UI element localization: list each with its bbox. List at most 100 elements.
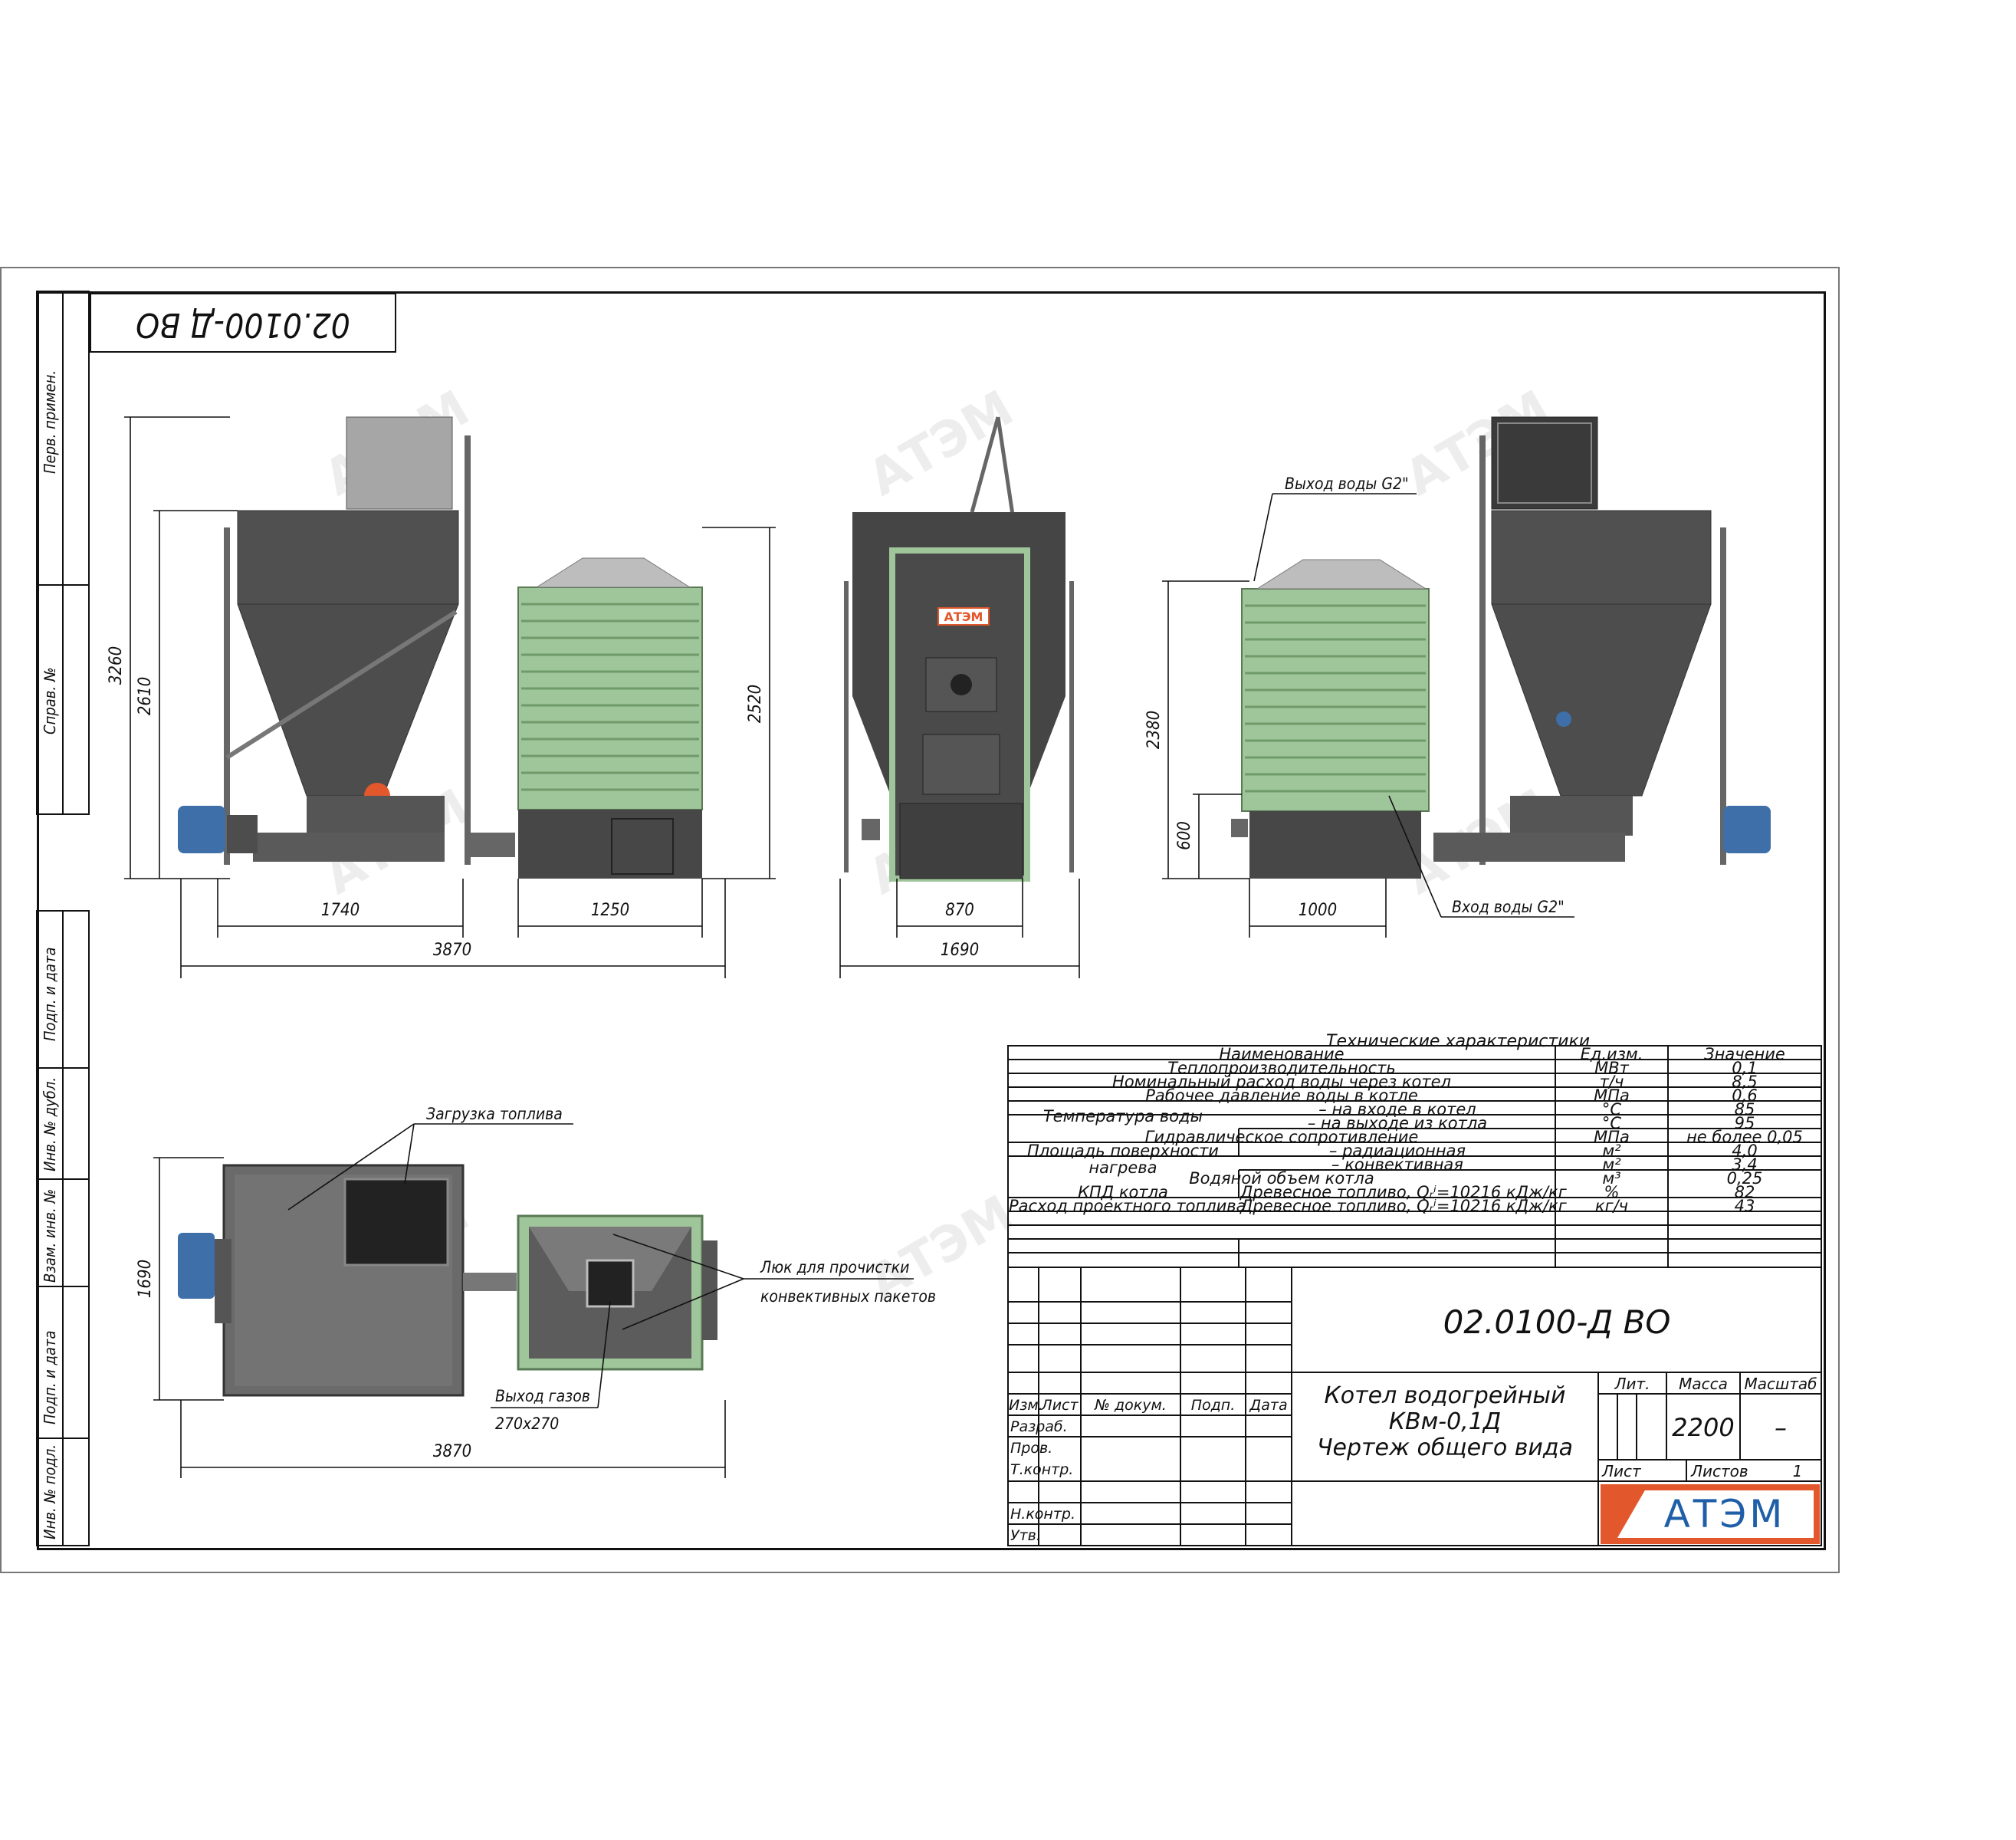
side-label-inv-podl: Инв. № подл. [41, 1444, 59, 1539]
spec-r4-group: Температура воды [1042, 1107, 1203, 1125]
doc-code-top: 02.0100-Д ВО [136, 305, 350, 344]
dim-1000: 1000 [1299, 901, 1337, 920]
callout-water-in: Вход воды G2" [1452, 898, 1565, 916]
tb-row-utv: Утв. [1010, 1527, 1041, 1544]
spec-r8-value: 82 [1734, 1183, 1755, 1201]
spec-r9-fuel: Древесное топливо, Qᵣⁱ=10216 кДж/кг [1240, 1197, 1567, 1215]
spec-r1-value: 0,1 [1732, 1059, 1758, 1077]
drawing-frame [37, 291, 1826, 1550]
title-product-2: КВм-0,1Д [1388, 1408, 1502, 1435]
dim-2380: 2380 [1144, 711, 1164, 749]
tb-col-list: Лист [1041, 1397, 1079, 1414]
title-product-3: Чертеж общего вида [1316, 1434, 1574, 1461]
dim-1740: 1740 [321, 901, 360, 920]
tb-scale-value: – [1775, 1413, 1787, 1442]
tb-sheets-value: 1 [1792, 1462, 1803, 1480]
spec-r6-value2: 3,4 [1732, 1155, 1758, 1174]
dim-870: 870 [945, 901, 974, 920]
tb-row-nkontr: Н.контр. [1010, 1506, 1076, 1523]
spec-r6-group1: Площадь поверхности [1027, 1142, 1219, 1160]
tb-col-date: Дата [1249, 1397, 1288, 1414]
spec-r5-name: Гидравлическое сопротивление [1144, 1128, 1419, 1146]
dim-3870-top: 3870 [433, 941, 471, 960]
spec-r6-value1: 4,0 [1732, 1142, 1758, 1160]
dim-1250: 1250 [591, 901, 629, 920]
dim-1690-top-view: 1690 [136, 1260, 155, 1298]
front-logo: АТЭМ [944, 610, 983, 624]
drawing-canvas: АТЭМ АТЭМ АТЭМ АТЭМ АТЭМ АТЭМ АТЭМ АТЭМ … [36, 291, 1822, 1546]
side-label-podp1: Подп. и дата [41, 947, 59, 1041]
side-label-perv: Перв. примен. [41, 370, 59, 474]
front-view-dims: 870 1690 [839, 879, 1080, 978]
side-label-vzam: Взам. инв. № [41, 1189, 59, 1283]
spec-r4-unit1: °С [1601, 1100, 1622, 1119]
side-view-left [178, 416, 703, 879]
dim-1690-top: 1690 [941, 941, 979, 960]
spec-r9-name: Расход проектного топлива [1009, 1197, 1246, 1215]
top-view-dims: 1690 3870 Загрузка топлива Люк для прочи… [136, 1105, 936, 1478]
spec-r5-unit: МПа [1594, 1128, 1630, 1146]
tb-scale-label: Масштаб [1744, 1375, 1817, 1393]
spec-r6-sub2: – конвективная [1331, 1155, 1463, 1174]
spec-r4-value1: 85 [1734, 1100, 1755, 1119]
spec-r1-name: Теплопроизводительность [1167, 1059, 1396, 1077]
spec-header-unit: Ед.изм. [1580, 1045, 1643, 1063]
dim-3870-bottom: 3870 [433, 1442, 471, 1461]
tb-lit-label: Лит. [1614, 1375, 1650, 1393]
side-strip: Перв. примен. Справ. № Подп. и дата Инв.… [36, 291, 90, 1546]
tb-sheet-label: Лист [1602, 1462, 1641, 1480]
dim-3260: 3260 [107, 646, 126, 685]
spec-r4-value2: 95 [1734, 1114, 1755, 1132]
spec-r6-group2: нагрева [1088, 1158, 1157, 1177]
watermark-2: АТЭМ [859, 380, 1023, 508]
spec-r4-sub1: – на входе в котел [1318, 1100, 1476, 1119]
dim-2610: 2610 [136, 677, 155, 715]
spec-r8-fuel: Древесное топливо, Qᵣⁱ=10216 кДж/кг [1240, 1183, 1567, 1201]
top-view [178, 1164, 717, 1397]
tb-row-tkontr: Т.контр. [1010, 1461, 1074, 1478]
tb-col-izm: Изм. [1009, 1397, 1043, 1414]
spec-r8-unit: % [1604, 1183, 1620, 1201]
outer-border [0, 267, 1840, 1573]
front-view: АТЭМ [844, 416, 1074, 882]
spec-r4-unit2: °С [1601, 1114, 1622, 1132]
callout-fuel-load: Загрузка топлива [426, 1105, 563, 1123]
spec-r7-value: 0,25 [1726, 1169, 1763, 1188]
spec-r4-sub2: – на выходе из котла [1307, 1114, 1488, 1132]
spec-r2-value: 8,5 [1732, 1073, 1758, 1091]
tb-row-prov: Пров. [1010, 1440, 1053, 1457]
spec-r7-unit: м³ [1602, 1169, 1621, 1188]
side-label-podp2: Подп. и дата [41, 1330, 59, 1424]
spec-r7-name: Водяной объем котла [1189, 1169, 1374, 1188]
dim-600: 600 [1175, 821, 1194, 850]
atem-logo: АТЭМ [1601, 1484, 1820, 1544]
spec-r9-value: 43 [1734, 1197, 1755, 1215]
title-product-1: Котел водогрейный [1324, 1382, 1566, 1409]
side-view-right [1231, 416, 1771, 879]
spec-title: Технические характеристики [1326, 1032, 1591, 1051]
title-block-grid [1007, 1267, 1822, 1546]
spec-header-value: Значение [1704, 1045, 1785, 1063]
spec-r2-name: Номинальный расход воды через котел [1112, 1073, 1451, 1091]
spec-r8-name: КПД котла [1078, 1183, 1168, 1201]
callout-gas-size: 270х270 [495, 1414, 559, 1433]
spec-r6-sub1: – радиационная [1328, 1142, 1466, 1160]
spec-r5-value: не более 0,05 [1686, 1128, 1803, 1146]
spec-r3-unit: МПа [1594, 1086, 1630, 1105]
tb-mass-value: 2200 [1672, 1413, 1735, 1442]
side-label-inv-dubl: Инв. № дубл. [41, 1077, 59, 1171]
callout-hatch-2: конвективных пакетов [760, 1287, 936, 1306]
tb-row-razrab: Разраб. [1010, 1418, 1068, 1435]
spec-r6-unit1: м² [1602, 1142, 1621, 1160]
spec-header-name: Наименование [1219, 1045, 1345, 1063]
side-label-sprav: Справ. № [41, 667, 59, 734]
side-view-left-dims: 3260 2610 2520 1740 1250 3870 [107, 416, 776, 978]
side-view-right-dims: 2380 600 1000 Выход воды G2" Вход воды G… [1144, 475, 1574, 938]
tb-col-podp: Подп. [1190, 1397, 1236, 1414]
spec-r2-unit: т/ч [1599, 1073, 1624, 1091]
atem-logo-text: АТЭМ [1663, 1492, 1786, 1536]
spec-r1-unit: МВт [1594, 1059, 1629, 1077]
dim-2520: 2520 [746, 685, 765, 723]
spec-r3-name: Рабочее давление воды в котле [1145, 1086, 1418, 1105]
spec-r3-value: 0,6 [1732, 1086, 1758, 1105]
